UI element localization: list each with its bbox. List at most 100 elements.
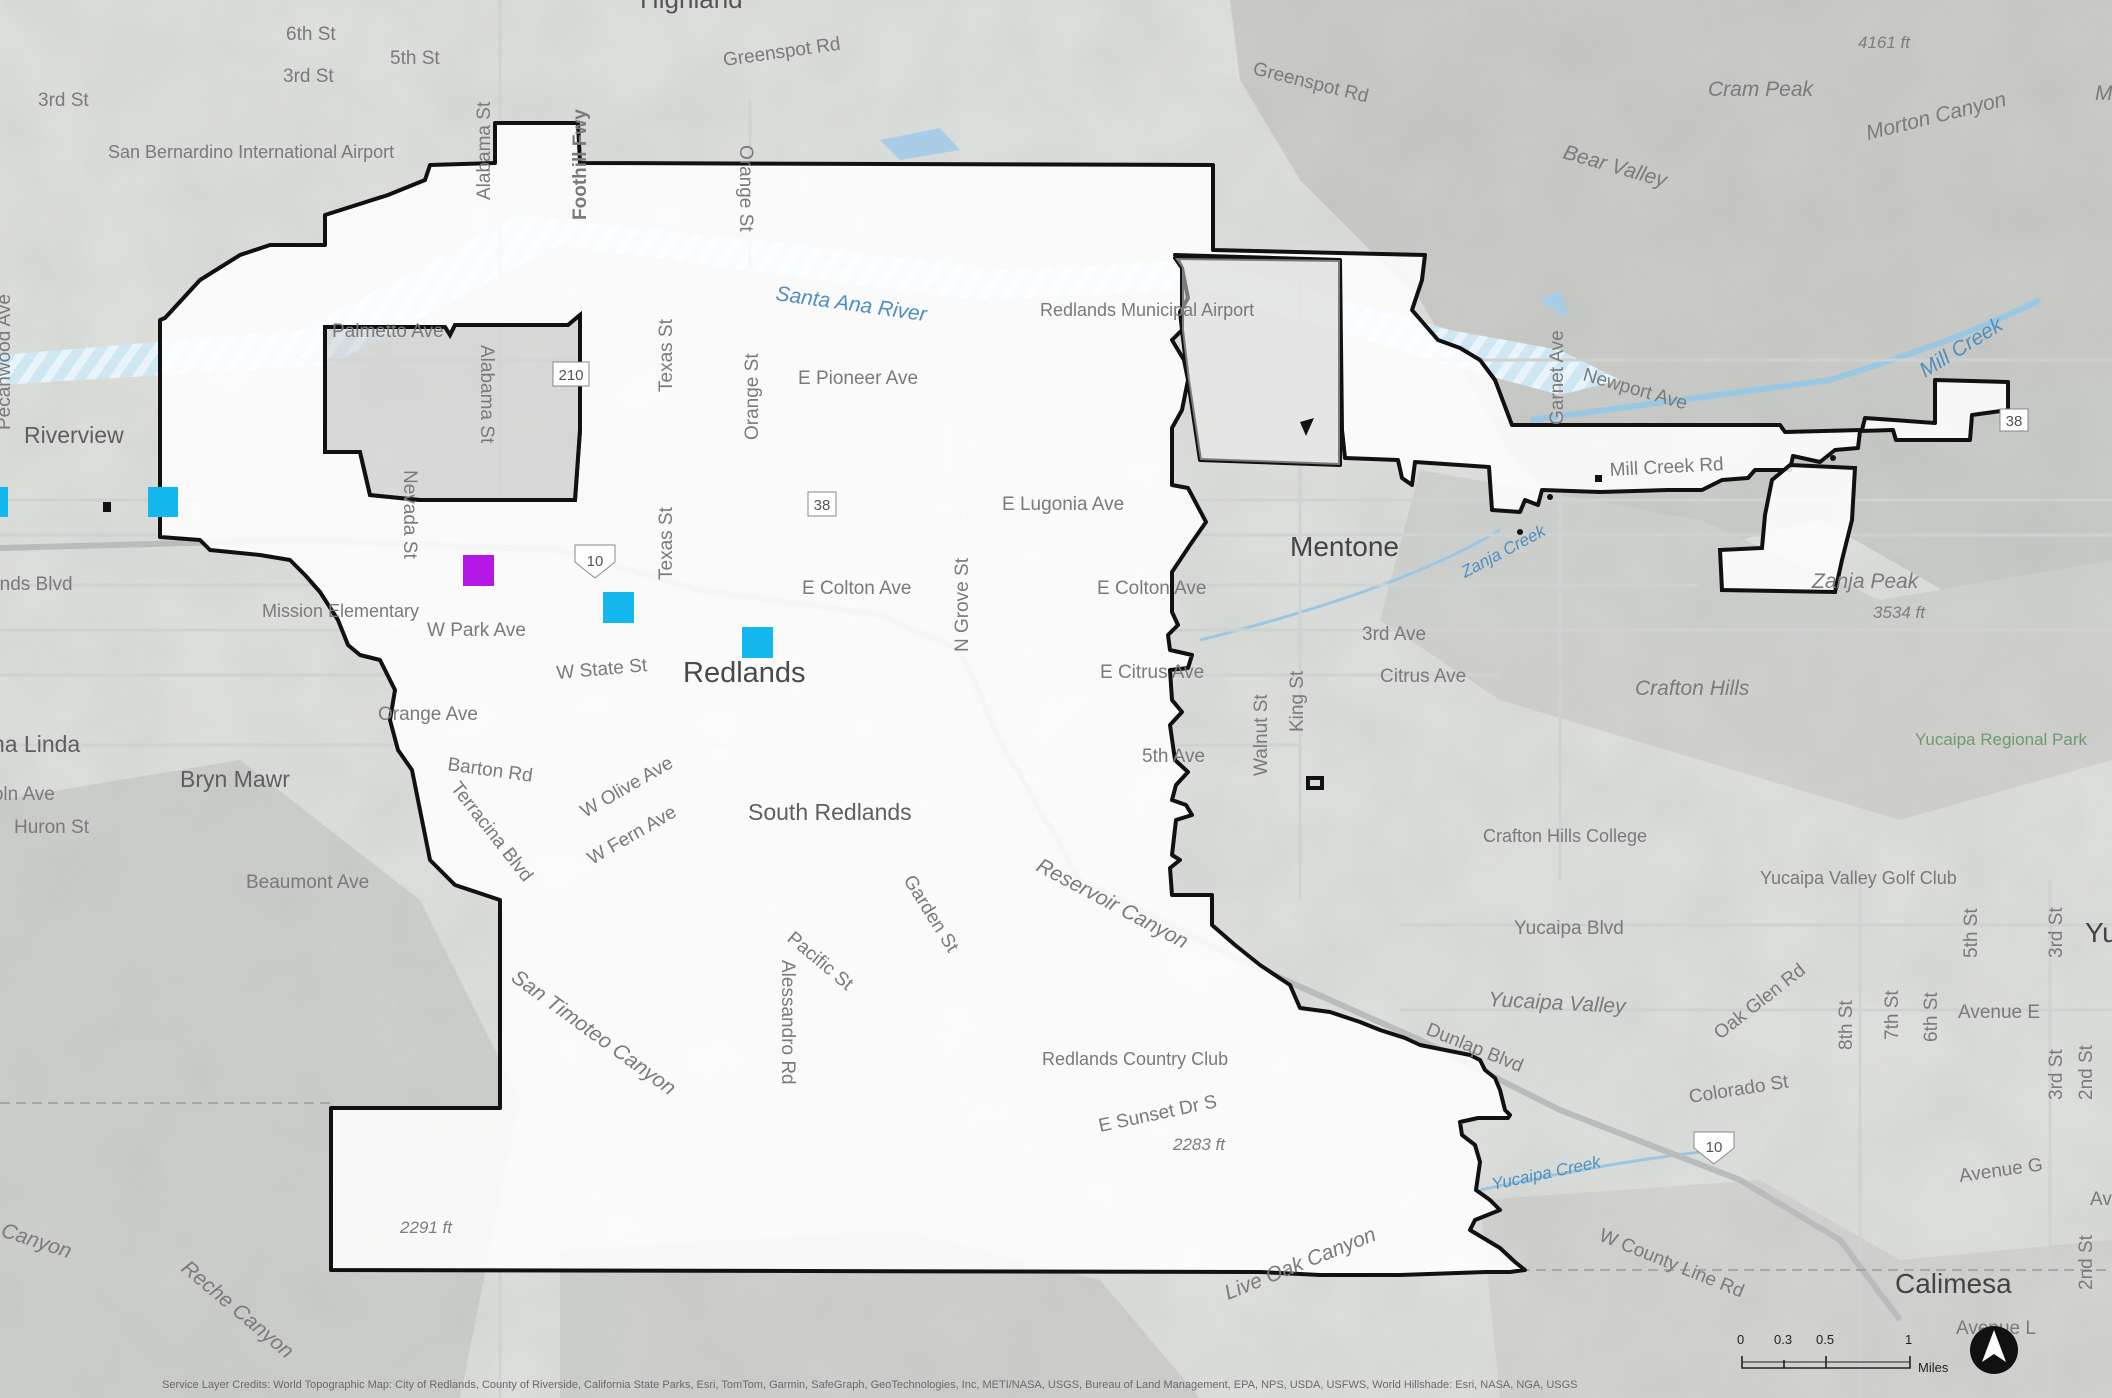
road-label: Av [2090,1189,2112,1210]
road-label: 5th Ave [1142,746,1205,767]
place-label: Bryn Mawr [180,766,290,792]
marker-magenta[interactable] [463,555,494,586]
shield-38: 38 [814,497,831,514]
road-label: 3rd St [283,66,334,87]
marker-cyan[interactable] [742,627,773,658]
road-label: E Citrus Ave [1100,662,1204,683]
scale-tick: 0.5 [1816,1332,1834,1347]
road-label: 2nd St [2076,1044,2097,1100]
mill-creek-line [1529,297,2042,423]
north-arrow-icon [1970,1326,2018,1374]
place-label: Calimesa [1895,1268,2012,1299]
place-labels: Highland Mentone Riverview Bryn Mawr Cal… [0,0,2012,1299]
boundary-island-east[interactable] [1717,462,1858,595]
zanja-creek-line [1199,528,1501,642]
scale-tick: 0 [1737,1332,1744,1347]
road-label: W Park Ave [427,620,526,641]
elevation-label: 3534 ft [1873,603,1926,622]
elevation-labels: 4161 ft 3534 ft 2283 ft 2291 ft [399,33,1926,1237]
road-label: 5th St [390,48,440,69]
scale-tick: 1 [1905,1332,1912,1347]
small-parcels [103,418,1836,790]
place-label: South Redlands [748,799,912,825]
road-label: Orange St [742,353,763,440]
poi-label: San Bernardino International Airport [108,142,394,162]
road-label: 3rd St [2046,907,2067,958]
road-label: Walnut St [1251,694,1272,776]
water-bodies [880,128,1570,320]
scale-tick: 0.3 [1774,1332,1792,1347]
poi-label: Redlands Municipal Airport [1040,300,1254,320]
road-label: 5th St [1961,908,1982,958]
road-label: Alabama St [476,345,497,444]
road-label: Yucaipa Blvd [1514,918,1624,939]
excluded-area-north [323,310,582,502]
road-label: Yu [2085,917,2112,948]
poi-labels: San Bernardino International Airport Red… [108,142,2088,1069]
road-label: Alessandro Rd [777,960,798,1085]
road-label: 2nd St [2076,1234,2097,1290]
road-label: E Colton Ave [1097,578,1207,599]
road-label: Foothill Fwy [570,109,591,220]
city-label: Redlands [683,657,806,689]
scale-unit: Miles [1918,1360,1949,1375]
elevation-label: 4161 ft [1858,33,1911,52]
road-label: Texas St [656,318,677,392]
shield-38-east: 38 [2006,413,2023,430]
poi-label: Crafton Hills College [1483,826,1647,846]
shield-10: 10 [587,553,604,570]
road-label: 3rd St [2046,1049,2067,1100]
road-label: Lincoln Ave [0,784,55,805]
place-label: Loma Linda [0,731,80,757]
terrain-label: Cram Peak [1708,78,1815,101]
road-label: 8th St [1836,1000,1857,1050]
road-label: Palmetto Ave [332,321,444,342]
road-label: Huron St [14,817,90,838]
poi-label: Yucaipa Regional Park [1915,730,2088,749]
road-label: E Pioneer Ave [798,368,918,389]
road-label: Orange St [735,145,756,232]
road-label: Citrus Ave [1380,666,1466,687]
road-label: 3rd St [38,90,89,111]
terrain-label: Zanja Peak [1811,570,1920,593]
road-label: 6th St [1921,992,1942,1042]
highway-shields: 210 38 38 10 10 [552,361,2029,1165]
scale-bar: 0 0.3 0.5 1 Miles [1737,1332,1949,1375]
excluded-area-mentone [1175,258,1340,465]
poi-label: Yucaipa Valley Golf Club [1760,868,1957,888]
shield-10-east: 10 [1706,1139,1723,1156]
shield-210: 210 [558,367,583,384]
service-layer-credits: Service Layer Credits: World Topographic… [162,1379,1578,1391]
road-label: Nevada St [399,470,420,559]
road-label: Garnet Ave [1547,330,1568,425]
road-label: Pecanwood Ave [0,294,15,430]
place-label: Riverview [24,422,124,448]
road-label: Beaumont Ave [246,872,369,893]
marker-cyan[interactable] [0,487,8,517]
road-label: Texas St [656,506,677,580]
place-label: Highland [640,0,743,14]
poi-label: Redlands Country Club [1042,1049,1228,1069]
road-label: E Lugonia Ave [1002,494,1124,515]
road-label: N Grove St [952,557,973,652]
road-label: King St [1287,670,1308,732]
road-label: 6th St [286,24,336,45]
road-label: 7th St [1882,990,1903,1040]
marker-cyan[interactable] [148,487,178,517]
elevation-label: 2291 ft [399,1218,453,1237]
elevation-label: 2283 ft [1172,1135,1226,1154]
road-label: Avenue E [1958,1002,2040,1023]
place-label: Crafton Hills [1635,677,1750,700]
road-label: Orange Ave [378,704,478,725]
poi-label: Mission Elementary [262,601,419,621]
road-label: Alabama St [474,101,495,200]
place-label: Mentone [1290,531,1399,562]
marker-cyan[interactable] [603,592,634,623]
road-label: E Colton Ave [802,578,912,599]
yucaipa-creek-line [1479,1148,1721,1192]
road-label: 3rd Ave [1362,624,1426,645]
road-label: M [2095,82,2112,105]
road-label: Redlands Blvd [0,574,73,595]
